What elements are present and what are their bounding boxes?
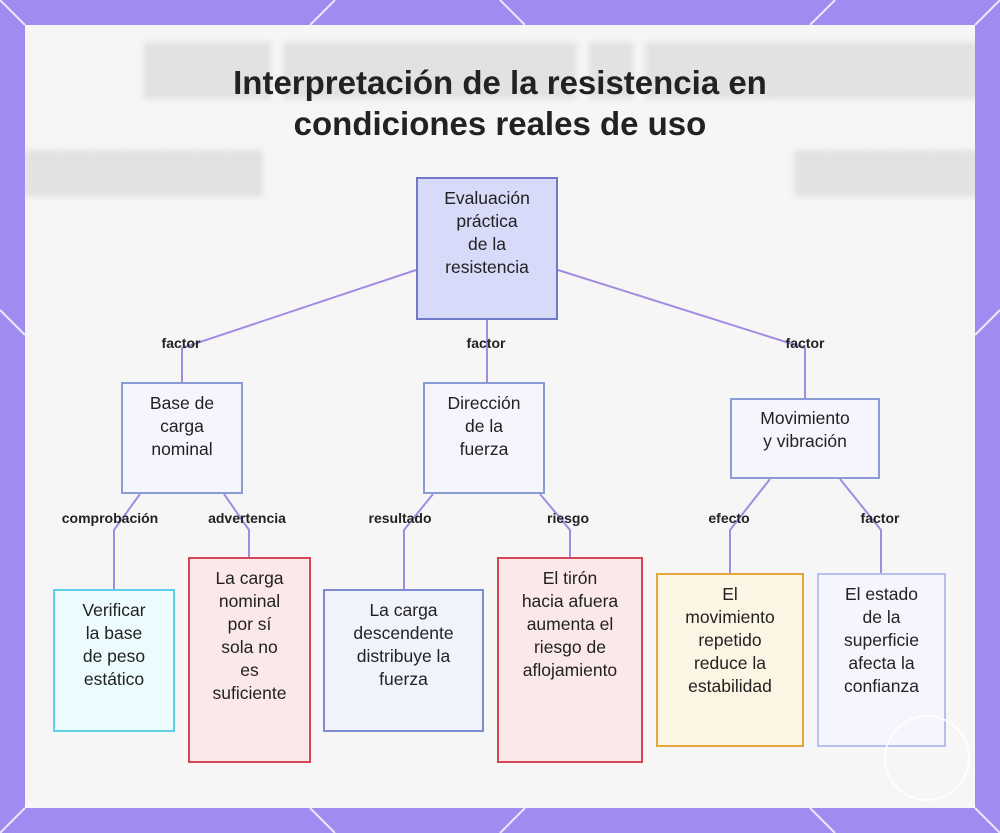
edge-movement-surface xyxy=(839,478,882,573)
node-text: repetido xyxy=(698,630,762,650)
node-text: La carga xyxy=(369,600,438,620)
node-verify: Verificar la base de peso estático xyxy=(53,589,175,732)
node-text: fuerza xyxy=(379,669,428,689)
node-text: riesgo de xyxy=(533,637,606,657)
node-text: resistencia xyxy=(445,257,529,277)
edge-label-resultado: resultado xyxy=(368,510,432,526)
node-text: suficiente xyxy=(212,683,287,703)
node-repeated-movement: El movimiento repetido reduce la estabil… xyxy=(656,573,804,747)
node-text: Base de xyxy=(149,393,215,413)
edge-root-base xyxy=(181,269,417,382)
node-text: El estado xyxy=(845,584,918,604)
background-blur-block: ▇▇▇▇▇▇▇ xyxy=(25,146,262,195)
edge-label-efecto: efecto xyxy=(708,510,750,526)
node-base: Base de carga nominal xyxy=(121,382,243,494)
node-text: La carga xyxy=(215,568,284,588)
node-text: aflojamiento xyxy=(522,660,618,680)
watermark-logo-icon xyxy=(884,715,970,801)
node-text: fuerza xyxy=(459,439,509,459)
node-text: de peso xyxy=(82,646,146,666)
node-text: descendente xyxy=(353,623,454,643)
node-text: El tirón xyxy=(542,568,598,588)
node-root: Evaluación práctica de la resistencia xyxy=(416,177,558,320)
edge-label-riesgo: riesgo xyxy=(546,510,590,526)
edge-root-movement xyxy=(557,269,806,398)
node-text: estabilidad xyxy=(688,676,772,696)
edge-direction-downward xyxy=(403,493,434,589)
edge-base-verify xyxy=(113,493,141,589)
node-text: de la xyxy=(862,607,901,627)
node-downward: La carga descendente distribuye la fuerz… xyxy=(323,589,484,732)
background-blur-block: ▇▇▇▇▇▇ xyxy=(795,146,975,195)
node-text: El xyxy=(722,584,738,604)
edge-label-advertencia: advertencia xyxy=(208,510,286,526)
node-text: es xyxy=(240,660,259,680)
edge-direction-pullout xyxy=(539,493,571,557)
node-text: estático xyxy=(83,669,145,689)
edge-label-factor: factor xyxy=(466,335,506,351)
edge-base-warning xyxy=(223,493,250,557)
node-text: de la xyxy=(468,234,506,254)
node-movement: Movimiento y vibración xyxy=(730,398,880,479)
title-line-1: Interpretación de la resistencia en xyxy=(233,64,767,101)
node-text: aumenta el xyxy=(526,614,614,634)
node-text: superficie xyxy=(844,630,919,650)
node-text: y vibración xyxy=(763,431,847,451)
edge-label-factor: factor xyxy=(785,335,825,351)
title-line-2: condiciones reales de uso xyxy=(293,105,707,142)
background-blur-block: ▇▇▇ ▇▇▇▇▇▇▇ ▇ ▇▇▇▇▇▇▇▇▇ xyxy=(145,37,975,97)
node-text: Evaluación xyxy=(444,188,530,208)
node-text: nominal xyxy=(151,439,213,459)
node-surface: El estado de la superficie afecta la con… xyxy=(817,573,946,747)
node-text: por sí xyxy=(227,614,272,634)
node-text: carga xyxy=(160,416,204,436)
node-text: práctica xyxy=(456,211,518,231)
node-text: Movimiento xyxy=(760,408,850,428)
node-text: reduce la xyxy=(693,653,766,673)
node-text: sola no xyxy=(221,637,278,657)
node-text: movimiento xyxy=(685,607,775,627)
node-text: afecta la xyxy=(848,653,915,673)
node-text: hacia afuera xyxy=(521,591,619,611)
node-text: confianza xyxy=(844,676,919,696)
edge-label-factor: factor xyxy=(860,510,900,526)
node-text: de la xyxy=(465,416,503,436)
node-text: nominal xyxy=(218,591,281,611)
node-text: Dirección xyxy=(447,393,521,413)
edge-label-factor: factor xyxy=(161,335,201,351)
node-text: distribuye la xyxy=(356,646,451,666)
node-pullout: El tirón hacia afuera aumenta el riesgo … xyxy=(497,557,643,763)
node-direction: Dirección de la fuerza xyxy=(423,382,545,494)
node-text: la base xyxy=(85,623,143,643)
node-nominal-warning: La carga nominal por sí sola no es sufic… xyxy=(188,557,311,763)
node-text: Verificar xyxy=(82,600,146,620)
edge-movement-repeated xyxy=(729,478,771,573)
diagram-title: Interpretación de la resistencia en cond… xyxy=(0,62,1000,144)
background-photo: ▇▇▇ ▇▇▇▇▇▇▇ ▇ ▇▇▇▇▇▇▇▇▇ ▇▇▇▇▇▇▇ ▇▇▇▇▇▇ xyxy=(25,25,975,808)
edge-label-comprobacion: comprobación xyxy=(61,510,159,526)
